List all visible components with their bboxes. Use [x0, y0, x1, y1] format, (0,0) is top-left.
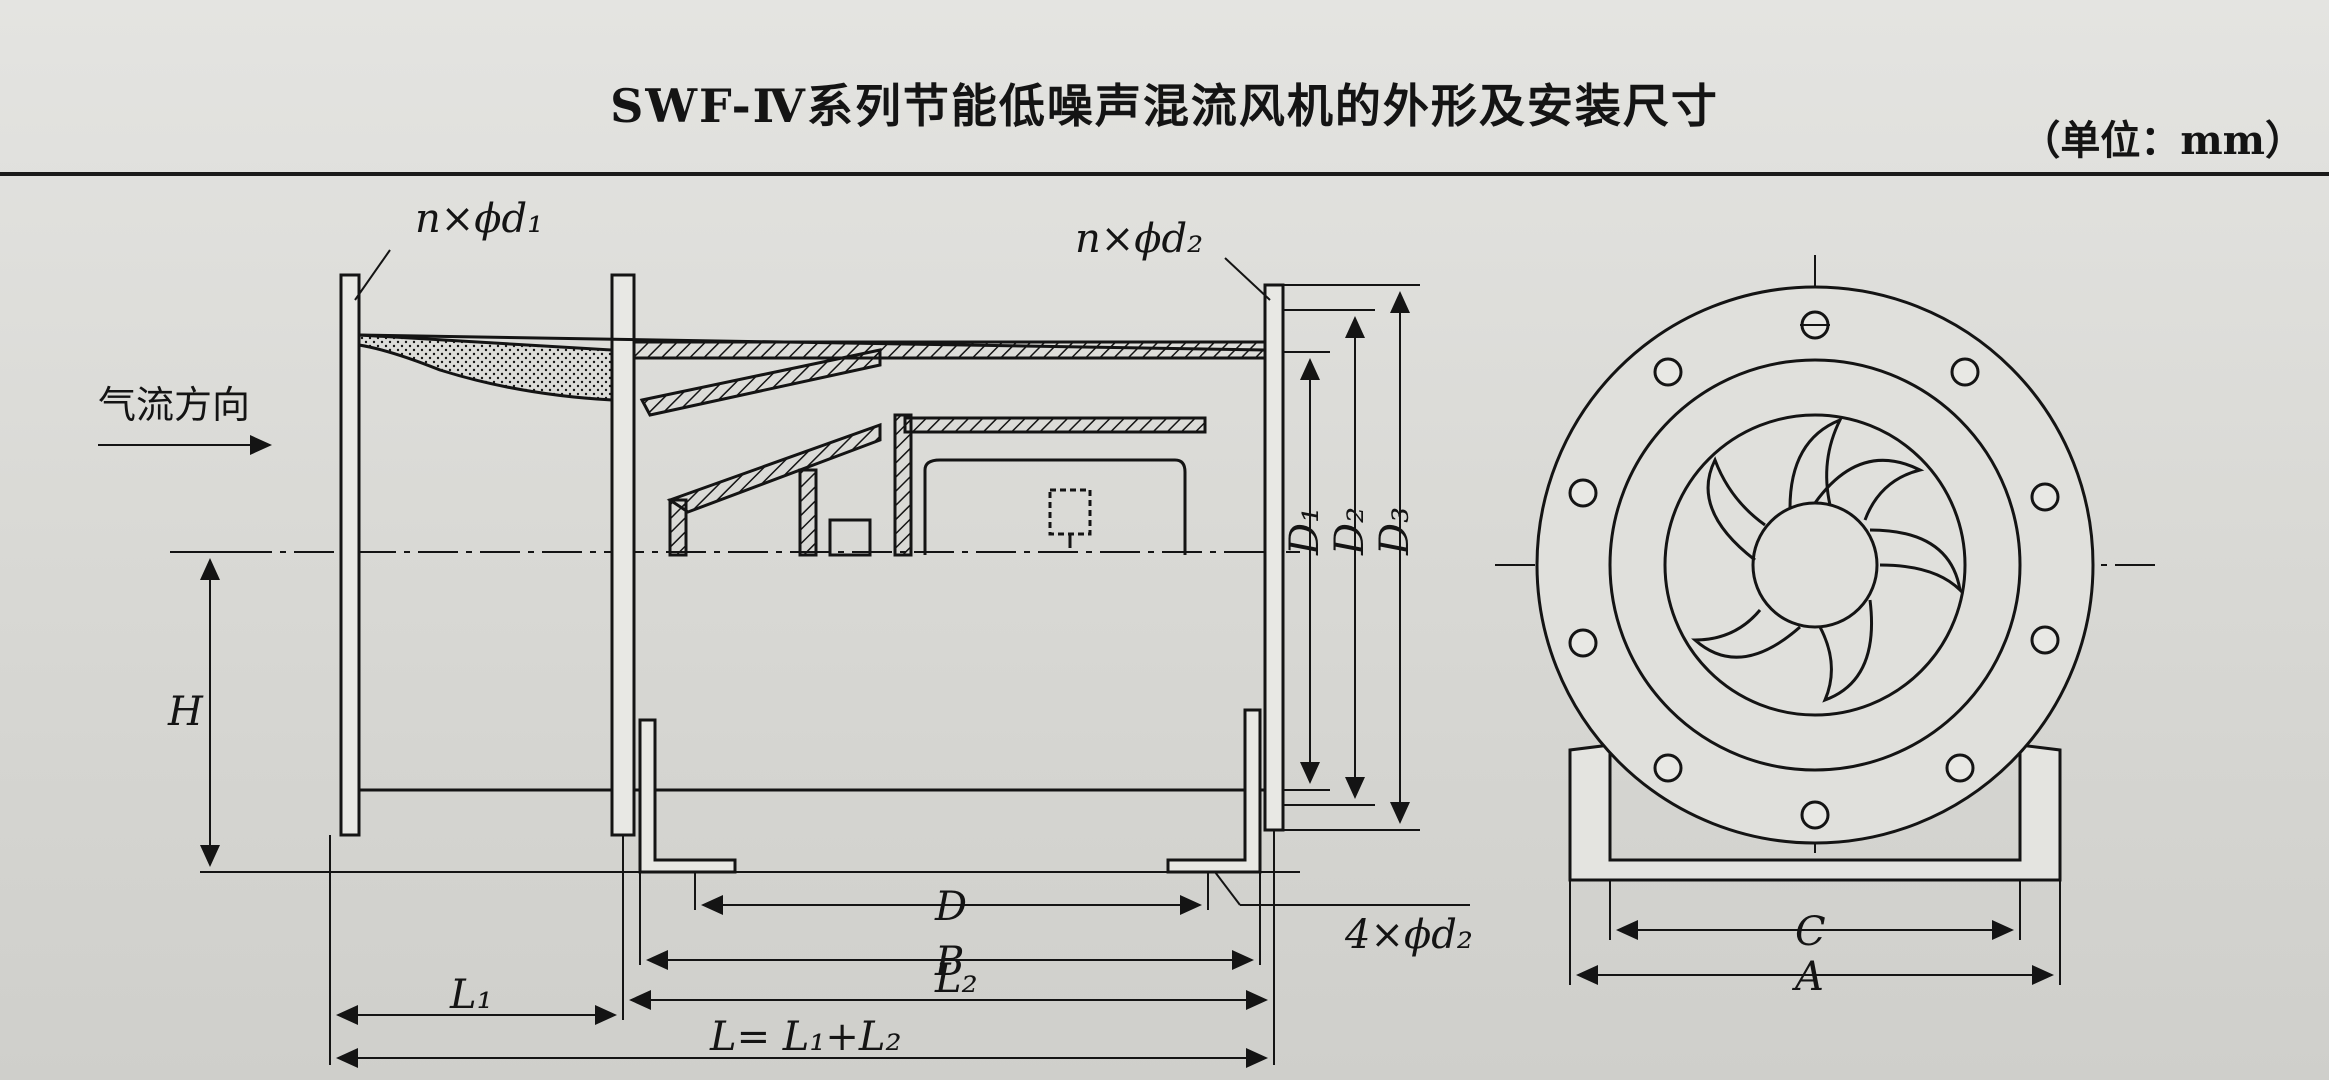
- guide-vane: [639, 348, 882, 417]
- dim-D2-label: D₂: [1327, 507, 1373, 556]
- dim-L-label: L= L₁+L₂: [709, 1014, 902, 1060]
- middle-flange: [610, 273, 636, 837]
- hub-section: [666, 422, 882, 514]
- outlet-holes-label: n×ϕd₂: [1075, 216, 1203, 262]
- dim-L1-label: L₁: [449, 972, 493, 1018]
- inlet-flange: [339, 273, 361, 837]
- front-view: [1495, 255, 2160, 882]
- left-foot: [638, 718, 737, 874]
- unit-label: （单位：mm）: [2020, 117, 2305, 164]
- dim-L2-label: L₂: [934, 956, 978, 1002]
- impeller-blades: [1691, 417, 1963, 703]
- dim-D3-label: D₃: [1372, 507, 1418, 556]
- side-view: [170, 273, 1300, 874]
- foot-holes-label: 4×ϕd₂: [1344, 912, 1473, 958]
- impeller-ring: [1663, 413, 1967, 717]
- title-rule: [0, 172, 2329, 176]
- dim-D-label: D: [934, 884, 967, 930]
- outer-flange-ring: [1535, 285, 2095, 845]
- dim-A-label: A: [1791, 954, 1824, 1000]
- inlet-cone: [357, 333, 614, 402]
- dim-D1-label: D₁: [1282, 507, 1328, 556]
- airflow-label: 气流方向: [98, 383, 250, 427]
- dim-B-label: B: [934, 939, 964, 985]
- casing-wall: [632, 340, 1267, 360]
- outlet-flange: [1263, 283, 1285, 832]
- casing-ring: [1608, 358, 2022, 772]
- dim-H-label: H: [167, 689, 204, 735]
- page-title: SWF-Ⅳ系列节能低噪声混流风机的外形及安装尺寸: [610, 79, 1719, 133]
- flange-holes-label: n×ϕd₁: [415, 196, 543, 242]
- dim-C-label: C: [1795, 909, 1826, 955]
- bolt-holes: [1568, 310, 2060, 830]
